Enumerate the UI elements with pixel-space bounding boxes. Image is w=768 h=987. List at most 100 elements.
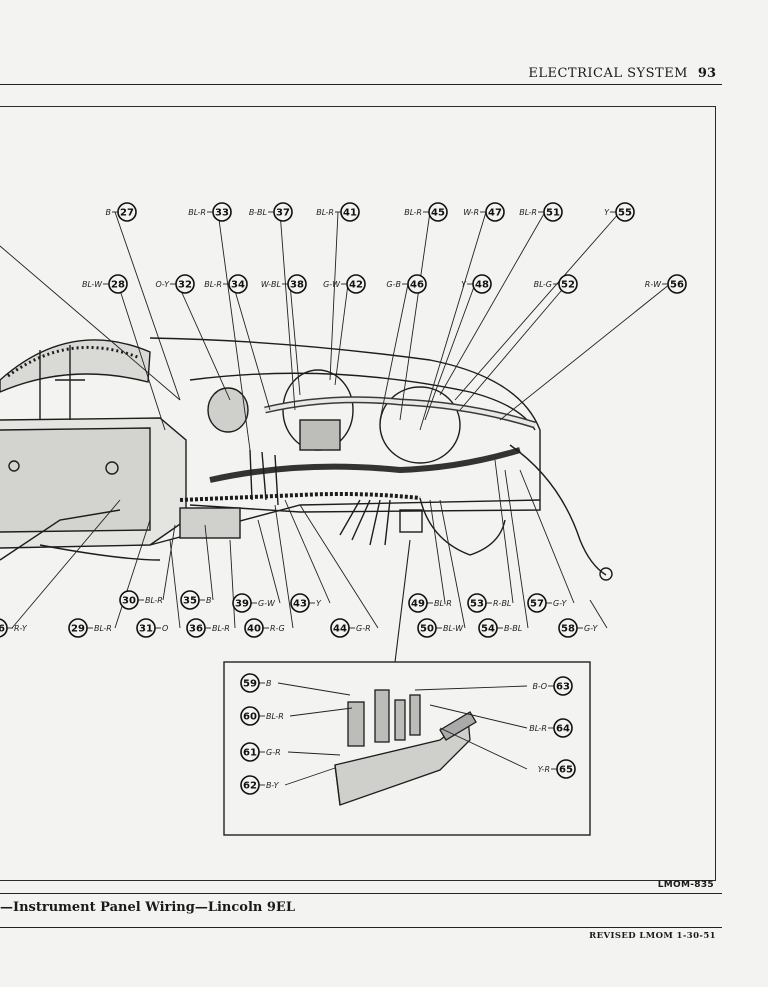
callout-40: 40 R-G (244, 618, 285, 638)
callout-circle (467, 593, 487, 613)
callout-number: 41 (343, 208, 357, 219)
callout-circle (485, 202, 505, 222)
callout-leaders (0, 211, 671, 786)
callout-number: 28 (111, 280, 125, 291)
callout-number: 35 (183, 596, 197, 607)
callout-56: 56 R-W (645, 274, 687, 294)
wire-color-label: W-R (463, 208, 479, 217)
wire-color-label: BL-R (188, 208, 206, 217)
wire-color-label: B-BL (504, 624, 522, 633)
callout-number: 40 (247, 624, 261, 635)
callout-circle (0, 618, 8, 638)
callout-number: 36 (189, 624, 203, 635)
wire-color-label: R-BL (493, 599, 511, 608)
callout-55: 55Y (604, 202, 635, 222)
figure-frame (0, 106, 716, 881)
callout-number: 38 (290, 280, 304, 291)
switch-assembly-illustration (334, 689, 477, 806)
callout-34: 34 BL-R (204, 274, 248, 294)
callout-number: 30 (122, 596, 136, 607)
callout-number: 51 (546, 208, 560, 219)
callout-number: 44 (333, 624, 347, 635)
callout-number: 64 (556, 724, 570, 735)
callout-number: 49 (411, 599, 425, 610)
callout-circle (330, 618, 350, 638)
switch-detail-inset (223, 661, 591, 836)
wire-color-label: B (106, 208, 112, 217)
callout-39: 39 G-W (232, 593, 276, 613)
footer-rule (0, 927, 722, 928)
callout-26: 26R-Y (0, 618, 28, 638)
callout-number: 43 (293, 599, 307, 610)
callout-number: 54 (481, 624, 495, 635)
callout-number: 53 (470, 599, 484, 610)
callout-52: 52 BL-G (534, 274, 578, 294)
callout-46: 46G-B (386, 274, 427, 294)
callout-number: 61 (243, 748, 257, 759)
wire-color-label: BL-R (529, 724, 547, 733)
figure-code: LMOM-835 (657, 880, 714, 890)
callout-circle (543, 202, 563, 222)
instrument-panel-illustration (0, 337, 613, 581)
callout-37: 37 B-BL (249, 202, 293, 222)
callout-number: 58 (561, 624, 575, 635)
callout-32: 32 O-Y (156, 274, 195, 294)
callout-35: 35 B (180, 590, 212, 610)
wire-color-label: BL-R (434, 599, 452, 608)
wire-color-label: W-BL (261, 280, 281, 289)
callout-number: 45 (431, 208, 445, 219)
callout-63: 63B-O (532, 676, 573, 696)
callout-number: 37 (276, 208, 290, 219)
callout-48: 48Y (461, 274, 492, 294)
caption-rule (0, 893, 722, 894)
callout-circle (287, 274, 307, 294)
wire-color-label: O-Y (156, 280, 171, 289)
callout-circle (186, 618, 206, 638)
callout-53: 53 R-BL (467, 593, 511, 613)
figure-caption: —Instrument Panel Wiring—Lincoln 9EL (0, 900, 295, 915)
callout-42: 42G-W (323, 274, 366, 294)
wire-color-label: G-B (386, 280, 401, 289)
wire-color-label: G-W (258, 599, 276, 608)
callout-number: 31 (139, 624, 153, 635)
wire-color-label: BL-G (534, 280, 552, 289)
wire-color-label: O (162, 624, 168, 633)
wire-color-label: Y (316, 599, 322, 608)
callout-circle (408, 593, 428, 613)
callout-circle (428, 202, 448, 222)
wire-color-label: BL-R (204, 280, 222, 289)
wire-color-label: B (206, 596, 212, 605)
callout-number: 56 (670, 280, 684, 291)
wire-color-label: BL-R (145, 596, 163, 605)
callout-circle (68, 618, 88, 638)
wire-color-label: G-Y (553, 599, 568, 608)
callout-circle (232, 593, 252, 613)
header-rule (0, 84, 722, 85)
callout-number: 32 (178, 280, 192, 291)
callout-number: 39 (235, 599, 249, 610)
callout-30: 30 BL-R (119, 590, 163, 610)
callout-number: 63 (556, 682, 570, 693)
wire-color-label: BL-R (212, 624, 230, 633)
callout-number: 65 (559, 765, 573, 776)
wire-color-label: B-BL (249, 208, 267, 217)
callout-circle (527, 593, 547, 613)
wire-color-label: R-W (645, 280, 662, 289)
callout-65: 65Y-R (538, 759, 576, 779)
wire-color-label: R-G (270, 624, 285, 633)
callout-circle (556, 759, 576, 779)
callout-circle (108, 274, 128, 294)
wire-color-label: BL-R (266, 712, 284, 721)
callout-54: 54 B-BL (478, 618, 522, 638)
wire-color-label: BL-W (443, 624, 464, 633)
callout-number: 52 (561, 280, 575, 291)
wire-color-label: BL-R (94, 624, 112, 633)
callout-number: 34 (231, 280, 245, 291)
callout-circle (667, 274, 687, 294)
callout-circle (558, 274, 578, 294)
callout-circle (346, 274, 366, 294)
